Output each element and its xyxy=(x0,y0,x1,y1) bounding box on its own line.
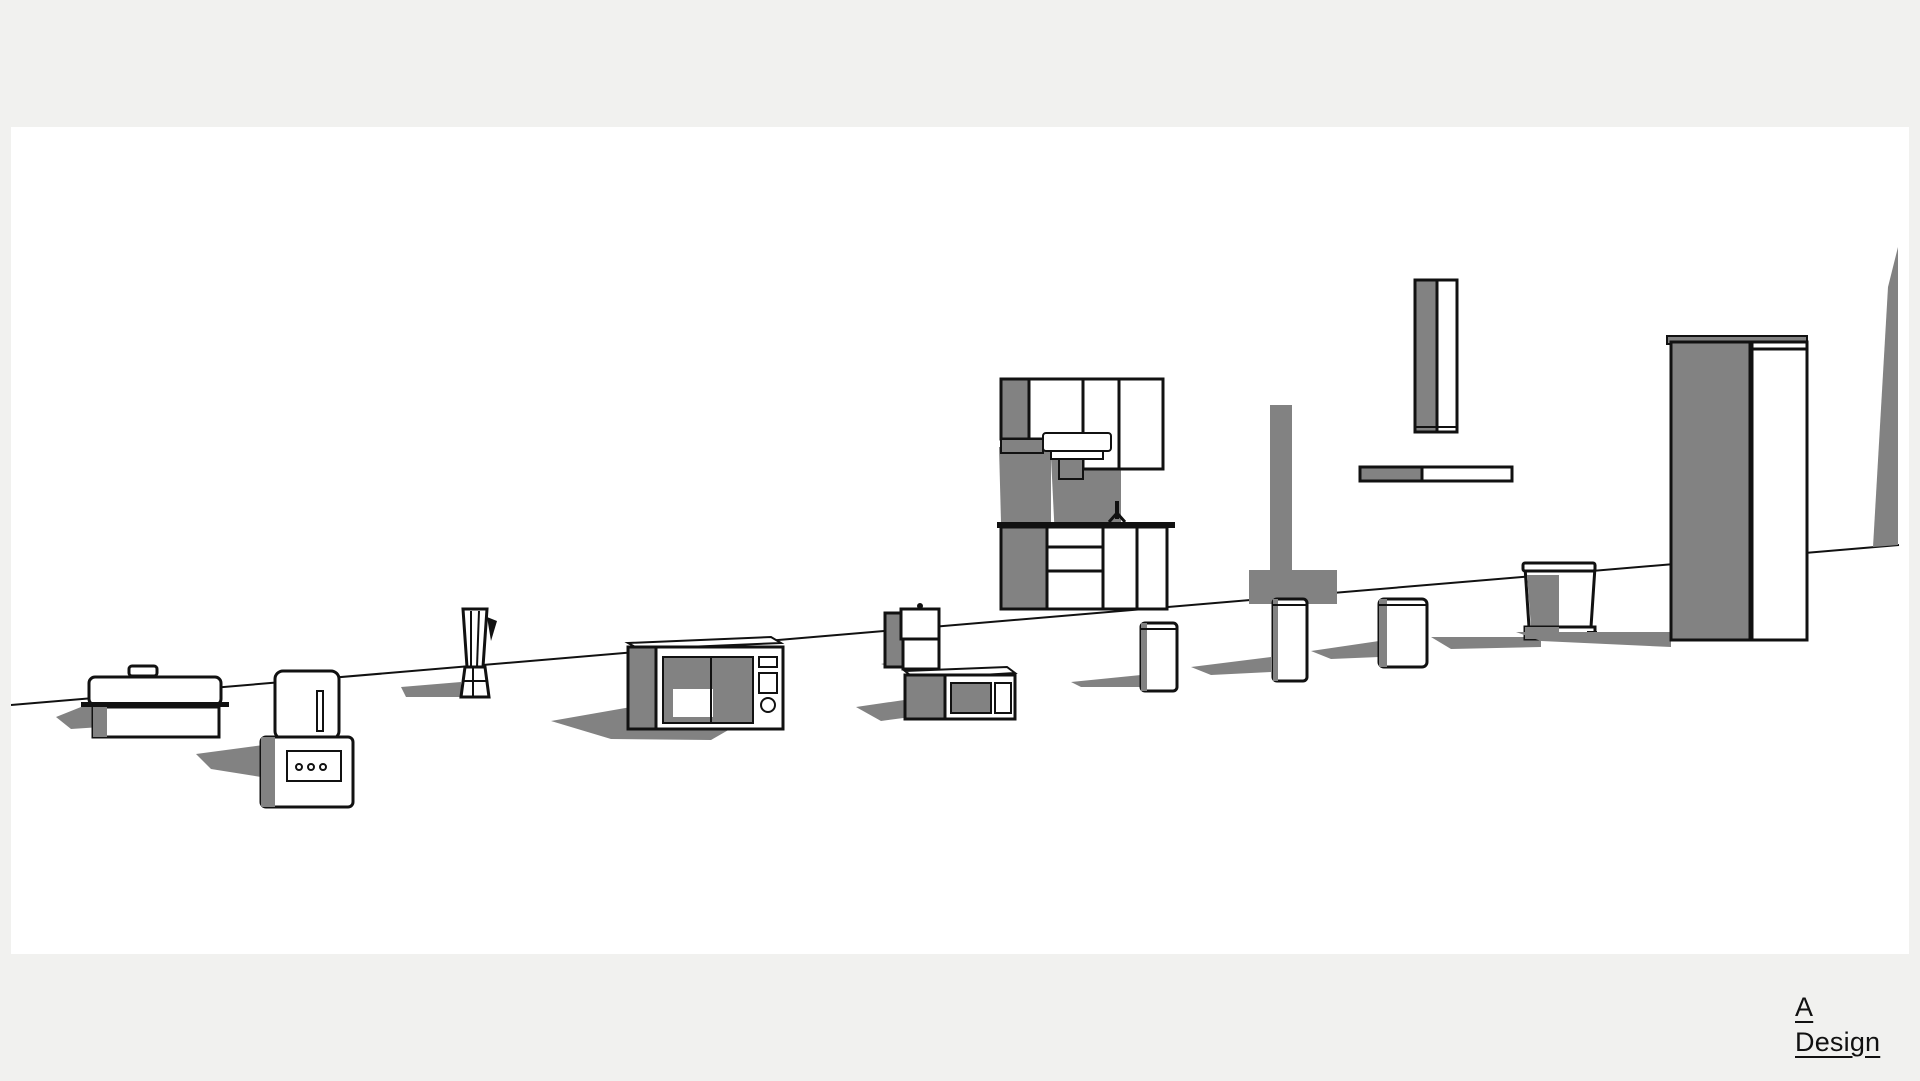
microwave-small-icon xyxy=(856,665,1018,721)
trash-bin-icon xyxy=(1071,621,1179,693)
blender-icon xyxy=(401,607,497,699)
coffee-maker-icon xyxy=(881,603,941,671)
logo-line-2: Design xyxy=(1795,1027,1881,1057)
food-processor-icon xyxy=(196,669,355,809)
wall-shadow xyxy=(1249,405,1337,604)
trash-bin-icon xyxy=(1191,597,1309,683)
trash-bin-icon xyxy=(1311,597,1429,669)
kitchen-scene-render xyxy=(11,247,1900,809)
slide-canvas xyxy=(11,127,1909,954)
brand-logo: A Design xyxy=(1795,990,1880,1060)
refrigerator-icon xyxy=(1516,335,1809,647)
range-hood-icon xyxy=(1358,278,1514,483)
logo-line-1: A xyxy=(1795,992,1814,1022)
roasting-pan-icon xyxy=(56,664,229,739)
pedal-bin-icon xyxy=(1431,561,1597,649)
wall-cabinet-icon xyxy=(999,377,1165,539)
sink-cabinet-icon xyxy=(997,501,1175,611)
microwave-large-icon xyxy=(551,635,785,740)
